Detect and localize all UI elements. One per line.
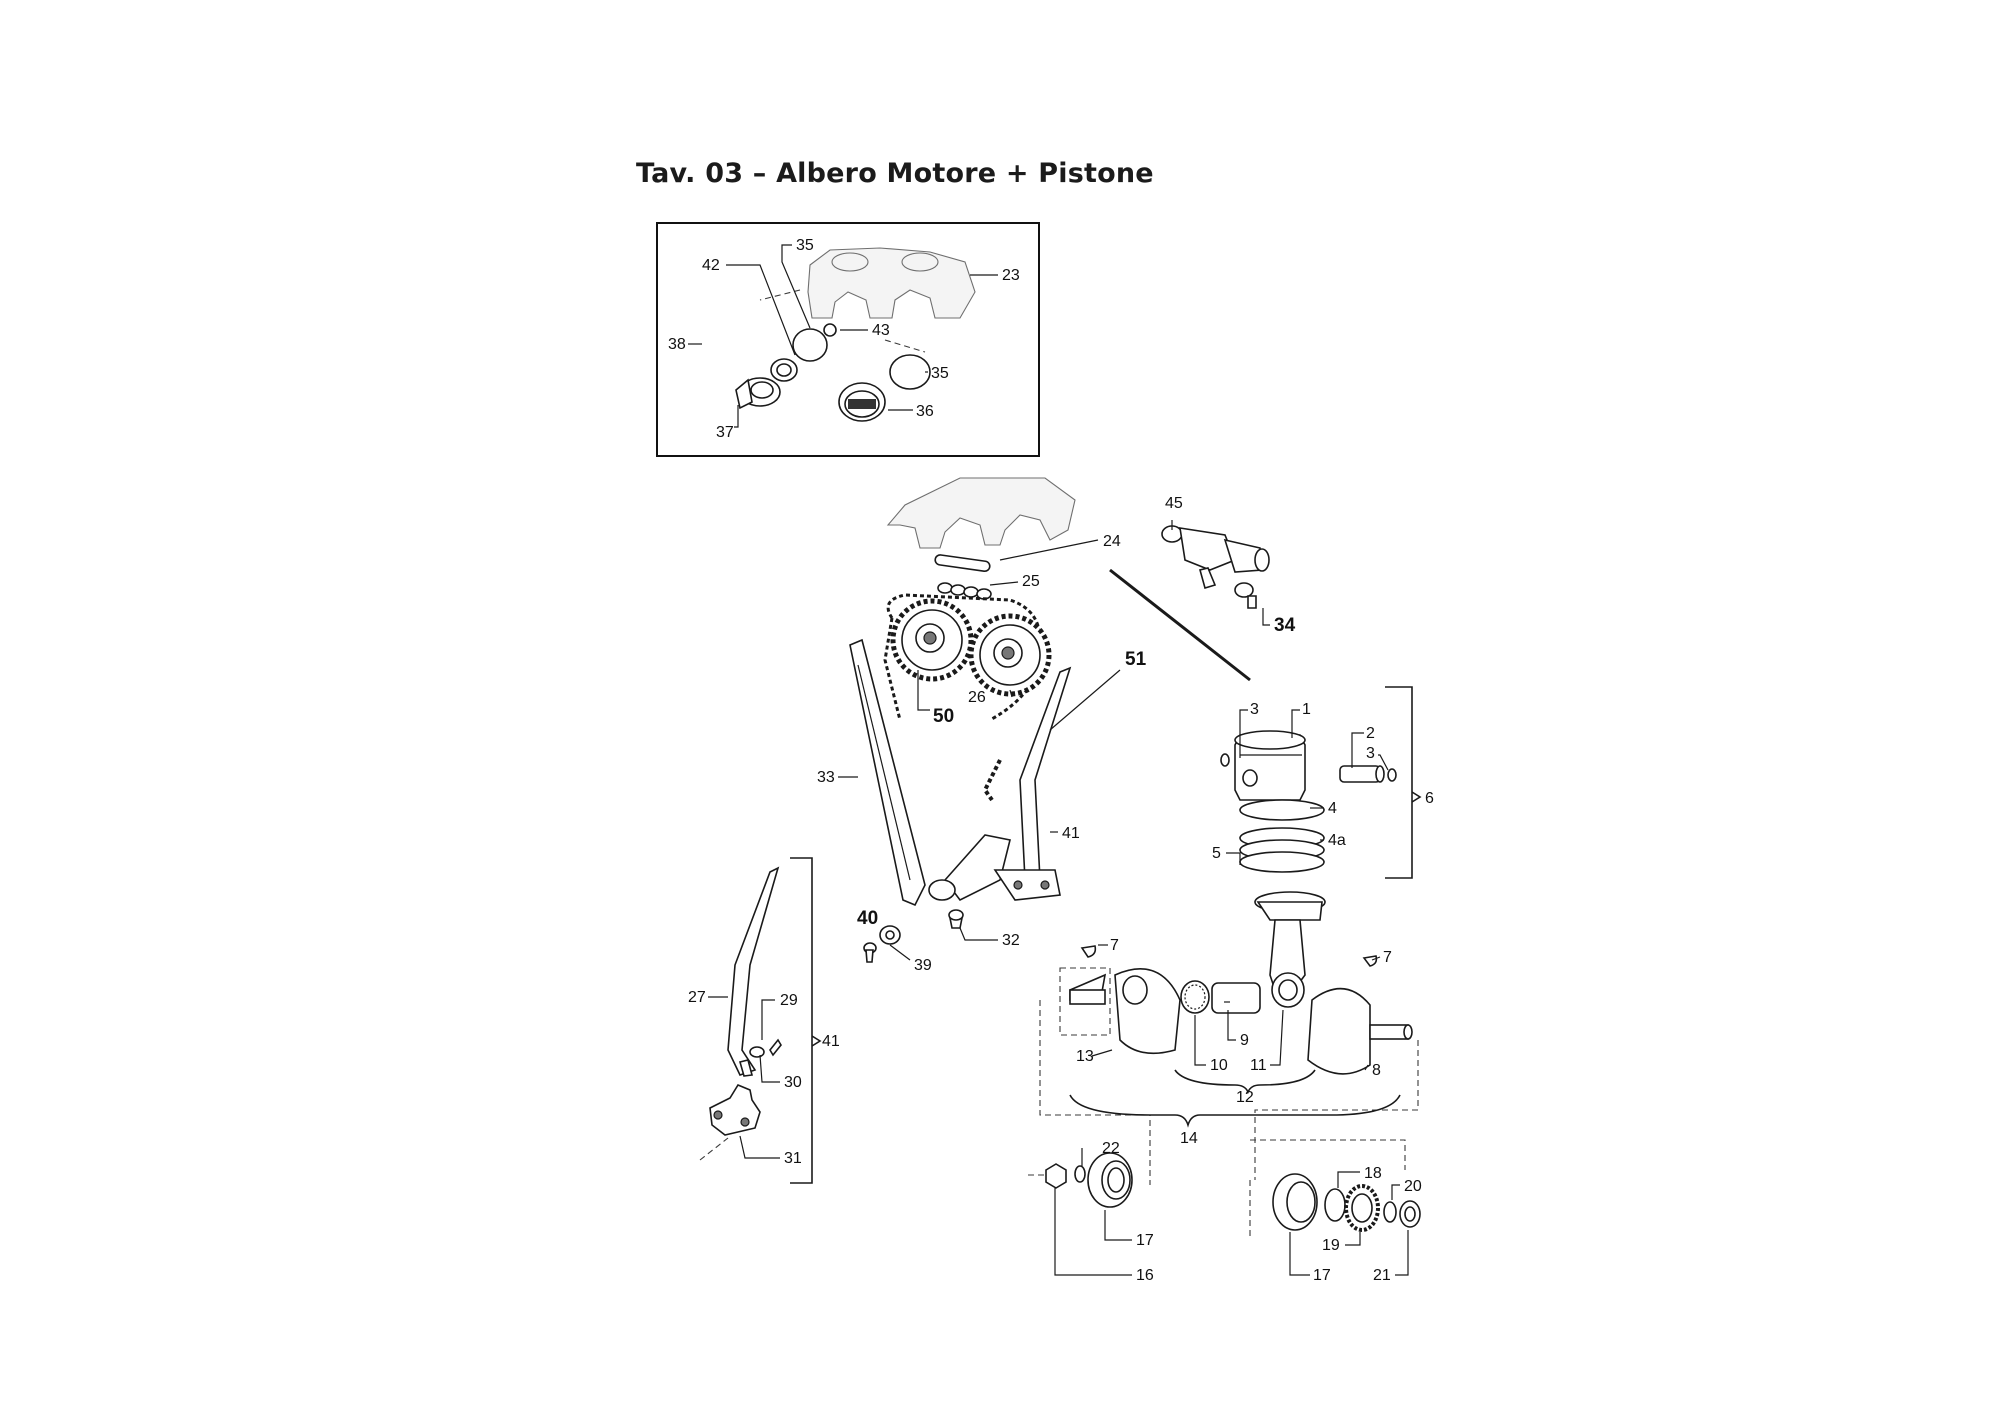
label-35: 35 (796, 237, 814, 254)
piston-ring-icon (1239, 799, 1325, 821)
needle-bearing-icon (1180, 980, 1210, 1014)
label-14: 14 (1180, 1130, 1198, 1147)
label-51: 51 (1125, 649, 1147, 670)
label-19: 19 (1322, 1237, 1340, 1254)
bearing-icon (1272, 1173, 1318, 1231)
primary-gear-icon (1344, 1184, 1380, 1232)
page-title: Tav. 03 – Albero Motore + Pistone (636, 158, 1154, 189)
ghost-camshaft-cover-icon (886, 477, 1076, 549)
label-50: 50 (933, 706, 954, 727)
seal-ring-icon (770, 358, 798, 382)
chain-guide-icon (849, 638, 926, 907)
label-7: 7 (1110, 937, 1119, 954)
label-3: 3 (1366, 745, 1375, 762)
label-5: 5 (1212, 845, 1221, 862)
label-41: 41 (822, 1033, 840, 1050)
chain-tensioner-guide-icon (727, 866, 780, 1077)
label-17: 17 (1313, 1267, 1331, 1284)
washer-icon (1074, 1165, 1086, 1183)
label-6: 6 (1425, 790, 1434, 807)
crankshaft-right-half-icon (1307, 987, 1413, 1075)
label-21: 21 (1373, 1267, 1391, 1284)
screw-washer-icon (863, 925, 901, 963)
label-12: 12 (1236, 1089, 1254, 1106)
label-22: 22 (1102, 1140, 1120, 1157)
oil-seal-icon (1324, 1188, 1346, 1222)
inset-panel (656, 222, 1040, 457)
inset-leaders (688, 244, 998, 428)
label-4a: 4a (1328, 832, 1346, 849)
label-37: 37 (716, 424, 734, 441)
label-40: 40 (857, 908, 878, 929)
label-16: 16 (1136, 1267, 1154, 1284)
nut-icon (1045, 1163, 1067, 1189)
label-1: 1 (1302, 701, 1311, 718)
label-42: 42 (702, 257, 720, 274)
chain-arc-icon (1109, 568, 1251, 682)
cover-plug-icon (792, 323, 837, 362)
label-10: 10 (1210, 1057, 1228, 1074)
piston-rings-set-icon (1239, 827, 1325, 873)
exhaust-sprocket-icon (890, 598, 974, 682)
label-38: 38 (668, 336, 686, 353)
group-brackets (790, 686, 1422, 1184)
piston-pin-icon (1339, 765, 1385, 783)
label-34: 34 (1274, 615, 1296, 636)
label-20: 20 (1404, 1178, 1422, 1195)
label-30: 30 (784, 1074, 802, 1091)
nut-icon (1399, 1200, 1421, 1228)
label-23: 23 (1002, 267, 1020, 284)
woodruff-key-icon (1362, 955, 1378, 967)
label-7: 7 (1383, 949, 1392, 966)
woodruff-key-icon (1080, 945, 1097, 958)
label-32: 32 (1002, 932, 1020, 949)
circlip-icon (1220, 753, 1230, 767)
label-11: 11 (1250, 1057, 1267, 1074)
label-9: 9 (1240, 1032, 1249, 1049)
crank-pin-icon (1211, 982, 1261, 1014)
crankshaft-left-half-icon (1069, 968, 1181, 1055)
circlip-icon (1387, 768, 1397, 782)
cam-cap-icon (838, 382, 886, 422)
label-8: 8 (1372, 1062, 1381, 1079)
camshaft-cover-icon (807, 247, 976, 319)
chain-tensioner-icon (1161, 525, 1270, 609)
label-25: 25 (1022, 573, 1040, 590)
leader-lines (708, 520, 1409, 1276)
breather-fitting-icon (735, 377, 781, 410)
washer-icon (1383, 1201, 1397, 1223)
crank-sprocket-icon (928, 834, 1061, 902)
label-3: 3 (1250, 701, 1259, 718)
label-24: 24 (1103, 533, 1121, 550)
label-13: 13 (1076, 1048, 1094, 1065)
intake-sprocket-icon (968, 613, 1052, 697)
label-27: 27 (688, 989, 706, 1006)
label-26: 26 (968, 689, 986, 706)
label-29: 29 (780, 992, 798, 1009)
label-36: 36 (916, 403, 934, 420)
gasket-icon (934, 554, 991, 573)
breather-hose-icon (698, 286, 746, 395)
label-45: 45 (1165, 495, 1183, 512)
tensioner-bracket-icon (709, 1083, 761, 1136)
label-33: 33 (817, 769, 835, 786)
label-4: 4 (1328, 800, 1337, 817)
o-ring-icon (889, 354, 931, 390)
timing-chain-top-icon (937, 582, 992, 600)
label-18: 18 (1364, 1165, 1382, 1182)
tensioner-spring-icon (749, 1038, 782, 1058)
label-35: 35 (931, 365, 949, 382)
label-31: 31 (784, 1150, 802, 1167)
piston-icon (1234, 730, 1306, 801)
connecting-rod-icon (1254, 891, 1326, 1008)
label-41: 41 (1062, 825, 1080, 842)
label-39: 39 (914, 957, 932, 974)
label-43: 43 (872, 322, 890, 339)
bearing-icon (1087, 1152, 1133, 1208)
bolt-icon (948, 909, 964, 929)
label-17: 17 (1136, 1232, 1154, 1249)
label-2: 2 (1366, 725, 1375, 742)
